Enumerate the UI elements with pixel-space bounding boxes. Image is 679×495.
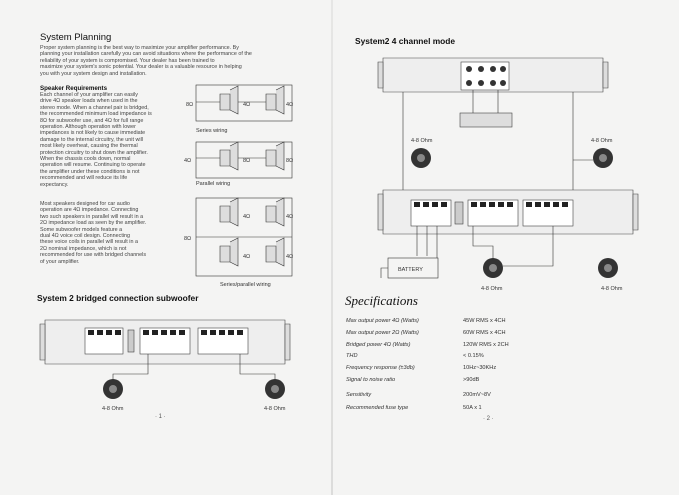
series-parallel-ohm-bot-mid: 4Ω [243,254,250,260]
bridged-connection-title: System 2 bridged connection subwoofer [37,293,199,303]
four-channel-diagram: 4-8 Ohm 4-8 Ohm BATTERY [377,57,639,292]
amplifier-unit-left [39,319,291,365]
wiring-diagrams: 8Ω 4Ω 4Ω Series wiring 4Ω 8Ω 8Ω Parallel… [184,84,293,288]
page-number-1: · 1 · [155,414,166,420]
car-stereo-head-unit [459,112,513,128]
system-planning-title: System Planning [40,32,112,43]
parallel-ohm-right: 8Ω [286,158,293,164]
right-page: System2 4 channel mode 4-8 Ohm 4- [333,0,679,495]
specifications-title: Specifications [345,293,418,308]
series-ohm-left: 8Ω [186,102,193,108]
spec-row: Bridged power 4Ω (Watts)120W RMS x 2CH [346,342,509,348]
series-wiring-diagram [195,84,293,122]
intro-paragraph: Proper system planning is the best way t… [40,45,252,77]
spec-row: Signal to noise ratio>90dB [346,377,480,383]
amp-terminals-left [88,330,243,335]
series-parallel-ohm-bot-right: 4Ω [286,254,293,260]
amp-terminals-right [414,202,568,207]
four-channel-title: System2 4 channel mode [355,36,456,46]
spec-row: Max output power 2Ω (Watts)60W RMS x 4CH [346,330,506,336]
speaker-requirements-heading: Speaker Requirements [40,85,108,92]
series-parallel-ohm-top-right: 4Ω [286,214,293,220]
parallel-ohm-mid: 8Ω [243,158,250,164]
bridged-connection-diagram: 4-8 Ohm 4-8 Ohm [39,319,291,412]
speaker-impedance-text: Most speakers designed for car audio ope… [40,201,147,265]
head-unit-amp [377,57,609,93]
battery [387,257,439,279]
parallel-wiring-diagram [195,141,293,179]
page-fold [331,0,333,495]
left-sub-ohm: 4-8 Ohm [102,406,124,412]
battery-label: BATTERY [398,267,423,273]
rear-right-ohm: 4-8 Ohm [601,286,623,292]
series-ohm-right: 4Ω [286,102,293,108]
page-number-2: · 2 · [483,416,494,422]
series-wiring-label: Series wiring [196,128,227,134]
rca-jacks [466,66,506,86]
series-parallel-wiring-label: Series/parallel wiring [220,282,271,288]
series-parallel-ohm-top-mid: 4Ω [243,214,250,220]
series-parallel-wiring-diagram [195,197,293,277]
rear-left-ohm: 4-8 Ohm [481,286,503,292]
parallel-wiring-label: Parallel wiring [196,181,230,187]
speaker-requirements-text: Each channel of your amplifier can easil… [40,92,152,188]
left-page: System Planning Proper system planning i… [0,0,331,495]
front-right-ohm: 4-8 Ohm [591,138,613,144]
parallel-ohm-left: 4Ω [184,158,191,164]
right-sub-ohm: 4-8 Ohm [264,406,286,412]
spec-row: THD< 0.15% [346,353,484,359]
series-ohm-mid: 4Ω [243,102,250,108]
front-left-ohm: 4-8 Ohm [411,138,433,144]
spec-row: Max output power 4Ω (Watts)45W RMS x 4CH [346,318,506,324]
series-parallel-ohm-left: 8Ω [184,236,191,242]
spec-row: Frequency response (±3db)10Hz~30KHz [346,365,497,371]
